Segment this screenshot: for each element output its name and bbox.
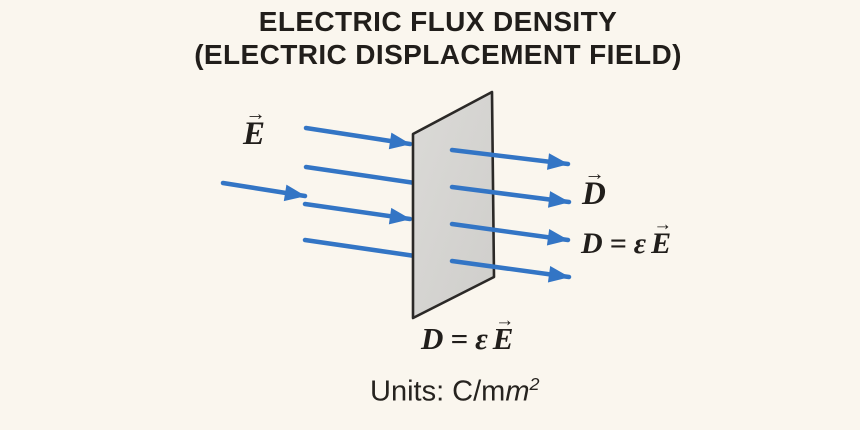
d-field-arrow-3: [449, 221, 571, 246]
e-letter: E: [492, 321, 514, 356]
vector-arrow-icon: →: [584, 163, 605, 186]
d-field-arrow-1: [449, 147, 571, 170]
e-vector: →E: [651, 216, 672, 260]
e-letter: E: [243, 116, 266, 152]
equals-sign: =: [609, 227, 627, 260]
e-vector: →E: [492, 311, 515, 356]
title-line-1: ELECTRIC FLUX DENSITY: [258, 6, 618, 37]
d-field-arrow-4: [449, 258, 572, 283]
e-letter: E: [651, 227, 672, 260]
e-field-line-4: [302, 237, 418, 259]
units-prefix: Units: C/m: [370, 375, 506, 408]
title-line-2: (ELECTRIC DISPLACEMENT FIELD): [194, 39, 682, 70]
equals-sign: =: [450, 321, 469, 356]
e-field-arrow-1: [303, 125, 413, 150]
equation-bottom: D=ε→E: [421, 311, 515, 356]
e-field-arrow-3: [302, 201, 413, 225]
units-italic-m: m: [505, 375, 530, 408]
d-field-arrow-2: [449, 184, 572, 208]
units-exponent: 2: [529, 374, 540, 394]
e-field-label: →E: [243, 104, 266, 152]
equation-right: D=ε→E: [581, 216, 672, 260]
vector-arrow-icon: →: [245, 103, 266, 126]
epsilon-symbol: ε: [633, 227, 647, 260]
page-title: ELECTRIC FLUX DENSITY (ELECTRIC DISPLACE…: [0, 5, 860, 71]
d-letter: D: [582, 176, 606, 212]
epsilon-symbol: ε: [475, 321, 488, 356]
e-field-arrow-far-left: [220, 180, 308, 202]
equation-lhs: D: [421, 321, 444, 356]
d-vector: →D: [582, 164, 606, 212]
e-field-line-2: [303, 164, 418, 186]
vector-arrow-icon: →: [495, 309, 515, 331]
units-label: Units: C/mm2: [370, 374, 540, 409]
e-vector: →E: [243, 104, 266, 152]
vector-arrow-icon: →: [653, 214, 672, 236]
equation-lhs: D: [581, 227, 603, 260]
dielectric-slab: [411, 90, 496, 320]
d-field-label: →D: [582, 164, 606, 212]
